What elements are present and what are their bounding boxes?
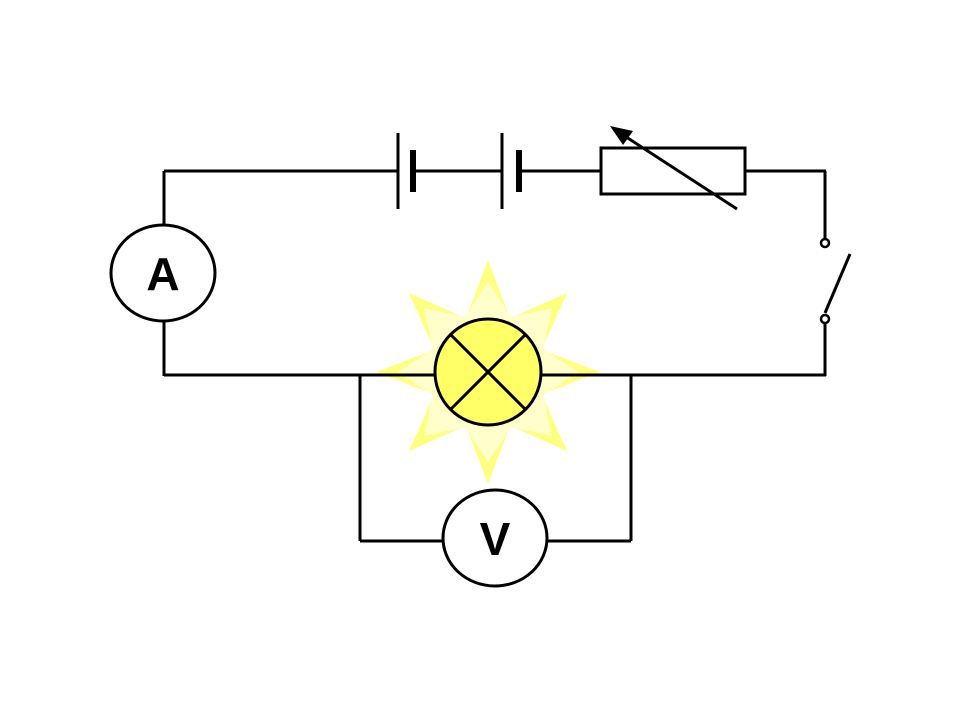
open-switch-icon	[819, 237, 852, 325]
resistor-body	[599, 146, 747, 196]
lamp-icon	[433, 317, 543, 427]
resistor-arrow-shaft	[619, 131, 738, 211]
battery-cell-icon	[396, 133, 416, 209]
switch-contact-top	[819, 237, 831, 249]
ammeter-label: A	[146, 248, 179, 300]
switch-contact-bottom	[819, 313, 831, 325]
battery-cell-icon	[500, 133, 522, 209]
variable-resistor-icon	[599, 126, 747, 211]
lamp-cross-2	[449, 333, 527, 411]
resistor-arrow-head	[610, 126, 633, 145]
switch-lever	[823, 253, 852, 314]
voltmeter: V	[441, 488, 549, 588]
ammeter-circle	[109, 223, 217, 323]
ammeter: A	[109, 223, 217, 323]
circuit-wires	[162, 169, 827, 543]
voltmeter-label: V	[480, 513, 511, 565]
voltmeter-circle	[441, 488, 549, 588]
